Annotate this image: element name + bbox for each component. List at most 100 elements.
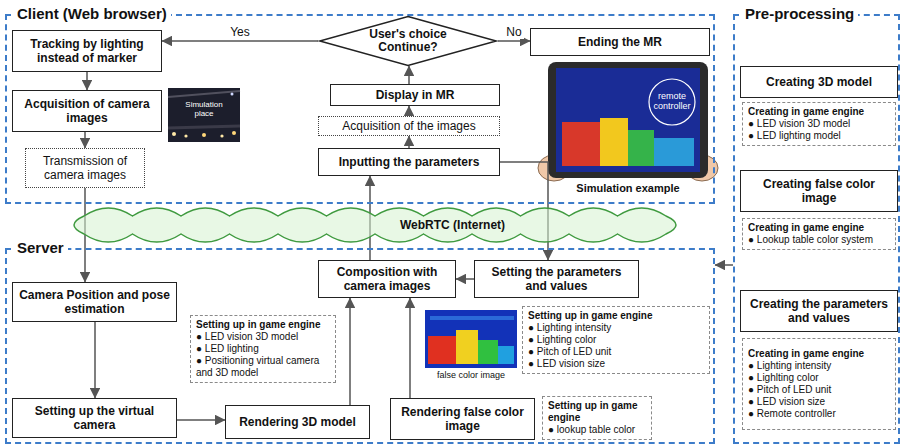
settings-text: ● LED vision 3D model xyxy=(196,331,330,343)
settings-box: Creating in game engine● Lookup table co… xyxy=(742,218,896,250)
process-box: Rendering false color image xyxy=(390,398,535,440)
box-text: Inputting the parameters xyxy=(339,155,480,169)
box-text: Creating 3D model xyxy=(766,75,872,89)
cloud-shape xyxy=(74,208,676,242)
heat-area xyxy=(600,118,628,166)
network-text: WebRTC (Internet) xyxy=(400,218,505,232)
process-box: Setting the parameters and values xyxy=(474,260,639,298)
flow-arrow xyxy=(456,278,474,280)
caption-label: Simulation example xyxy=(548,182,708,195)
heat-area xyxy=(628,130,654,166)
flow-arrow xyxy=(498,40,530,42)
caption-label: false color image xyxy=(421,370,521,380)
settings-text: ● LED vision size xyxy=(748,396,890,408)
settings-text: Creating in game engine xyxy=(748,348,890,360)
flow-arrow xyxy=(162,40,318,42)
flow-arrow xyxy=(408,136,410,148)
box-text: Creating the parameters and values xyxy=(746,297,892,326)
edge-label: No xyxy=(504,25,523,39)
settings-text: Setting up in game engine xyxy=(548,400,646,424)
flow-arrow xyxy=(408,66,410,84)
flow-arrow xyxy=(349,298,351,405)
flow-arrow xyxy=(177,419,225,421)
settings-text: ● Lighting intensity xyxy=(748,360,890,372)
data-text: Acquisition of the images xyxy=(342,119,475,133)
process-box: Acquisition of camera images xyxy=(12,90,162,132)
light-spot xyxy=(231,93,234,96)
process-box: Rendering 3D model xyxy=(225,405,370,439)
light-spot xyxy=(184,134,187,137)
region-heading: Pre-processing xyxy=(741,4,858,24)
box-text: Acquisition of camera images xyxy=(18,97,156,126)
region-panel: Client (Web browser)Tracking by lighting… xyxy=(5,14,715,204)
edge-label: Yes xyxy=(228,25,252,39)
process-box: Ending the MR xyxy=(530,28,710,56)
box-text: Rendering false color image xyxy=(396,405,529,434)
light-spot xyxy=(220,134,223,137)
settings-text: ● Pitch of LED unit xyxy=(528,346,704,358)
decision-text: User's choice Continue? xyxy=(362,28,454,54)
light-spot xyxy=(202,133,206,137)
box-text: Tracking by lighting instead of marker xyxy=(18,37,156,66)
settings-text: ● Lighting color xyxy=(528,334,704,346)
decision-diamond: User's choice Continue? xyxy=(318,16,498,66)
box-text: Creating false color image xyxy=(746,177,892,206)
settings-text: Creating in game engine xyxy=(748,222,890,234)
heat-stripe xyxy=(430,316,514,320)
settings-box: Setting up in game engine● LED vision 3D… xyxy=(190,315,336,383)
settings-text: ● Lighlting color xyxy=(748,372,890,384)
settings-text: ● LED lighting xyxy=(196,343,330,355)
diamond-shape xyxy=(320,17,496,66)
settings-text: ● LED vision 3D model xyxy=(748,118,890,130)
box-text: Camera Position and pose estimation xyxy=(18,288,171,317)
tablet-body xyxy=(548,62,708,178)
box-text: Ending the MR xyxy=(578,35,662,49)
flow-arrow xyxy=(84,132,86,148)
settings-box: Creating in game engine● Lighting intens… xyxy=(742,338,896,430)
region-heading: Client (Web browser) xyxy=(13,4,171,24)
process-box: Composition with camera images xyxy=(318,260,456,298)
caption-label: remote controller xyxy=(648,91,696,112)
region-panel: ServerCamera Position and pose estimatio… xyxy=(5,248,715,444)
settings-text: Setting up in game engine xyxy=(196,319,330,331)
settings-text: ● Lookup table color system xyxy=(748,234,890,246)
box-text: Display in MR xyxy=(376,88,455,102)
heat-area xyxy=(562,122,600,166)
box-text: Setting up the virtual camera xyxy=(18,404,171,433)
tablet-screen xyxy=(556,68,700,172)
process-box: Creating false color image xyxy=(740,170,898,212)
box-text: Setting the parameters and values xyxy=(480,265,633,294)
heat-area xyxy=(654,138,694,166)
roof-beam xyxy=(168,91,240,97)
settings-box: Creating in game engine● LED vision 3D m… xyxy=(742,102,896,146)
cloud-outline xyxy=(70,207,680,243)
remote-dial xyxy=(649,79,695,125)
picture-ground xyxy=(425,310,517,368)
heat-area xyxy=(428,336,456,364)
settings-text: ● Lighting intensity xyxy=(528,322,704,334)
settings-text: Creating in game engine xyxy=(748,106,890,118)
process-box: Camera Position and pose estimation xyxy=(12,282,177,322)
process-box: Creating 3D model xyxy=(740,66,898,98)
photo-ground xyxy=(168,88,240,142)
heat-area xyxy=(498,346,514,364)
settings-text: ● LED vision size xyxy=(528,358,704,370)
flow-arrow xyxy=(94,322,96,398)
box-text: Rendering 3D model xyxy=(239,415,356,429)
heat-area xyxy=(456,330,478,364)
light-spot xyxy=(232,131,236,135)
network-cloud: WebRTC (Internet) xyxy=(70,207,680,243)
flow-arrow xyxy=(408,106,410,116)
data-text: Transmission of camera images xyxy=(31,154,139,183)
settings-text: ● LED lighting model xyxy=(748,130,890,142)
heat-area xyxy=(478,340,498,364)
flow-arrow xyxy=(409,298,411,398)
settings-text: ● lookup table color xyxy=(548,424,646,436)
flow-arrow xyxy=(86,72,88,90)
process-box: Inputting the parameters xyxy=(318,148,500,176)
region-heading: Server xyxy=(13,238,68,258)
floor-edge xyxy=(168,126,240,128)
data-box: Transmission of camera images xyxy=(25,148,145,188)
process-box: Creating the parameters and values xyxy=(740,290,898,332)
